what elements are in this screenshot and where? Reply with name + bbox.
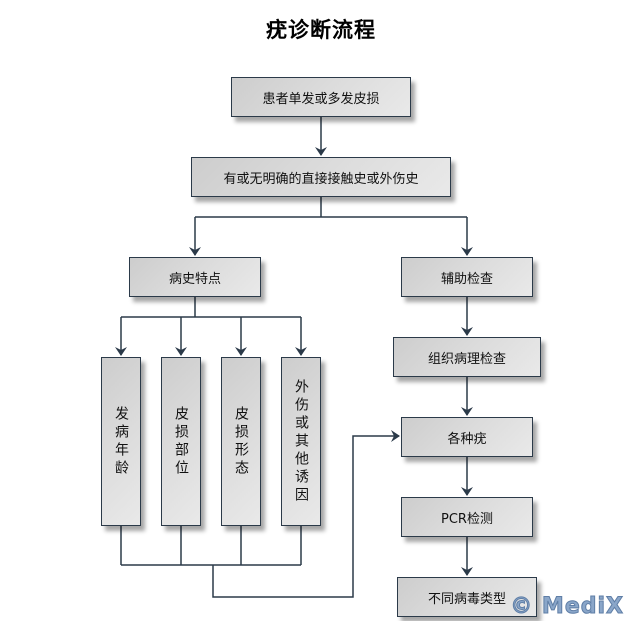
diagram-title: 疣诊断流程 (266, 18, 376, 42)
connector-feedback-path (212, 430, 400, 598)
node-history-features: 病史特点 (129, 257, 261, 297)
node-start-label: 患者单发或多发皮损 (262, 91, 380, 107)
node-lesion-morphology-label: 皮损形态 (233, 405, 249, 478)
node-virus-types: 不同病毒类型 (397, 577, 537, 617)
node-history-features-label: 病史特点 (168, 271, 221, 287)
watermark: © MediX (510, 594, 624, 620)
node-virus-types-label: 不同病毒类型 (427, 591, 506, 607)
node-trauma-or-other-label: 外伤或其他诱因 (293, 378, 309, 505)
node-pcr-test: PCR检测 (401, 497, 533, 537)
node-histopathology-label: 组织病理检查 (427, 351, 506, 367)
node-contact-history: 有或无明确的直接接触史或外伤史 (191, 157, 451, 197)
node-lesion-morphology: 皮损形态 (221, 357, 261, 526)
node-onset-age: 发病年龄 (101, 357, 141, 526)
node-contact-history-label: 有或无明确的直接接触史或外伤史 (223, 171, 419, 187)
node-auxiliary-exam: 辅助检查 (401, 257, 533, 297)
node-trauma-or-other: 外伤或其他诱因 (281, 357, 321, 526)
node-onset-age-label: 发病年龄 (113, 405, 129, 478)
node-lesion-site-label: 皮损部位 (173, 405, 189, 478)
node-start: 患者单发或多发皮损 (231, 77, 411, 117)
node-wart-types: 各种疣 (401, 417, 533, 457)
node-auxiliary-exam-label: 辅助检查 (440, 271, 493, 287)
node-histopathology: 组织病理检查 (393, 337, 541, 377)
node-pcr-test-label: PCR检测 (441, 511, 493, 527)
node-wart-types-label: 各种疣 (447, 431, 487, 447)
node-lesion-site: 皮损部位 (161, 357, 201, 526)
